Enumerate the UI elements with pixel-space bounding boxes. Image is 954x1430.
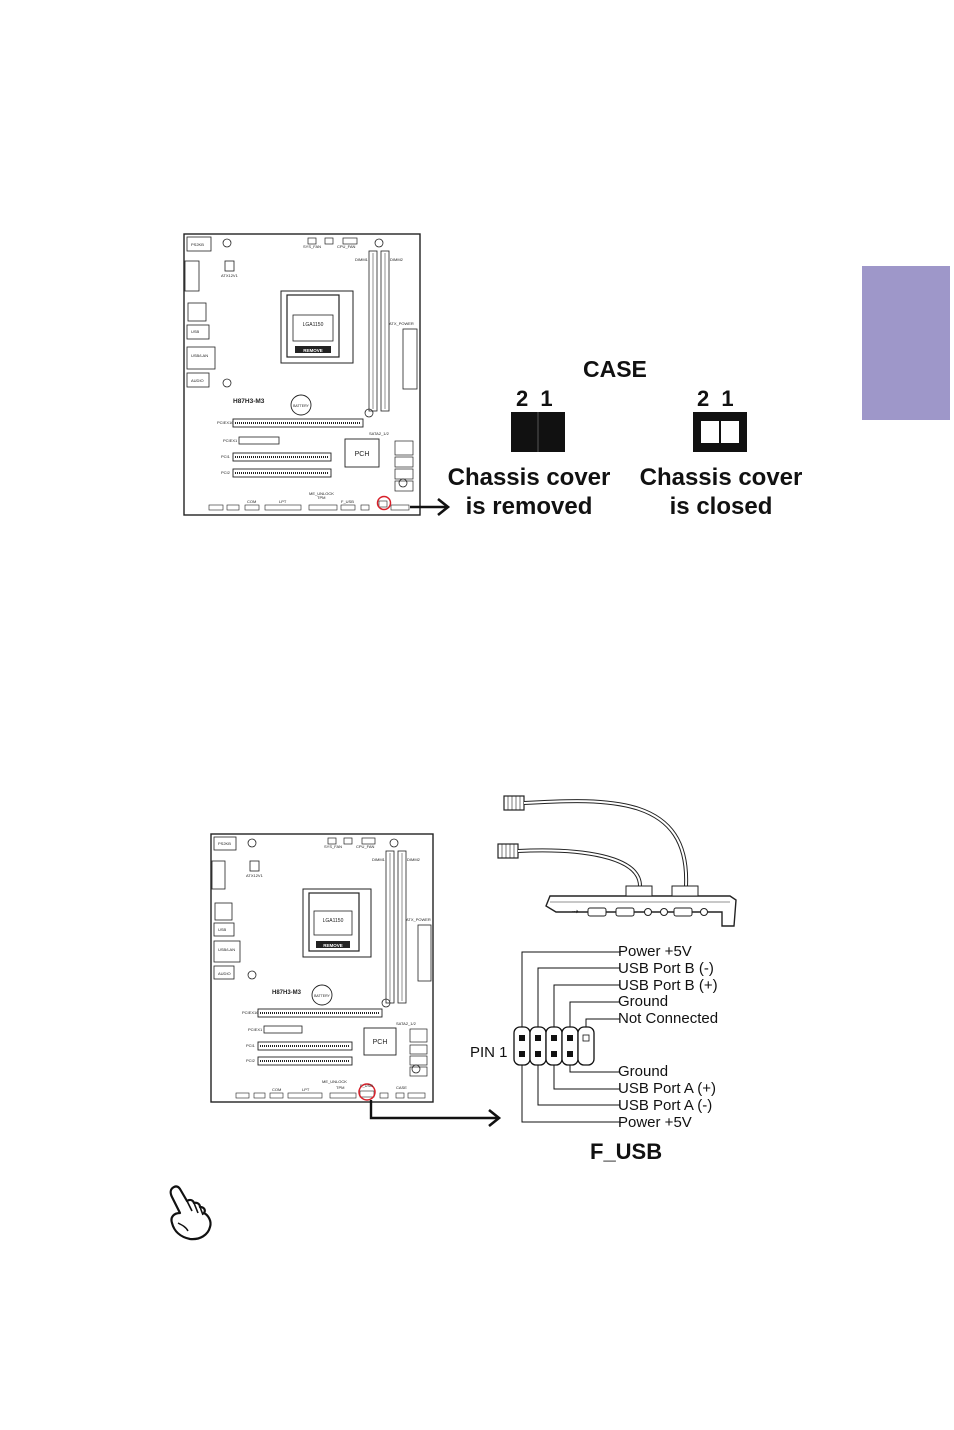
svg-text:PS2KB: PS2KB — [191, 242, 204, 247]
pointing-hand-icon — [169, 1185, 212, 1241]
svg-text:CPU_FAN: CPU_FAN — [337, 244, 356, 249]
svg-text:PS2KB: PS2KB — [218, 841, 231, 846]
svg-text:PCI1: PCI1 — [246, 1043, 256, 1048]
svg-text:DIMM1: DIMM1 — [372, 857, 386, 862]
svg-text:PCIEX16: PCIEX16 — [242, 1010, 259, 1015]
case-pin-numbers-removed: 2 1 — [516, 386, 556, 411]
svg-text:CASE: CASE — [396, 1085, 407, 1090]
svg-text:DIMM1: DIMM1 — [355, 257, 369, 262]
pin-bottom-2: USB Port A (+) — [618, 1080, 716, 1097]
pin-bottom-3: USB Port A (-) — [618, 1097, 713, 1114]
svg-text:F_USB: F_USB — [360, 1083, 373, 1088]
pin-top-2: USB Port B (-) — [618, 960, 714, 977]
svg-text:LPT: LPT — [302, 1087, 310, 1092]
chassis-removed-label: Chassis cover is removed — [447, 464, 611, 520]
socket-label: LGA1150 — [303, 322, 324, 328]
svg-text:USB: USB — [218, 927, 227, 932]
svg-text:ATX12V1: ATX12V1 — [246, 873, 264, 878]
pin-top-3: USB Port B (+) — [618, 977, 718, 994]
svg-text:CPU_FAN: CPU_FAN — [356, 844, 375, 849]
svg-text:SYS_FAN: SYS_FAN — [303, 244, 321, 249]
svg-text:BATTERY: BATTERY — [293, 404, 309, 408]
case-pointer-arrow — [410, 497, 451, 517]
svg-text:ME_UNLOCK: ME_UNLOCK — [309, 491, 334, 496]
svg-text:ME_UNLOCK: ME_UNLOCK — [322, 1079, 347, 1084]
svg-text:COM: COM — [247, 499, 256, 504]
svg-text:ATX_POWER: ATX_POWER — [406, 917, 431, 922]
svg-text:ATX_POWER: ATX_POWER — [389, 321, 414, 326]
svg-text:USB: USB — [191, 329, 200, 334]
fusb-pinout-diagram — [513, 951, 620, 1123]
chapter-tab — [862, 266, 950, 420]
pin-bottom-4: Power +5V — [618, 1114, 692, 1131]
svg-text:AUDIO: AUDIO — [218, 971, 231, 976]
usb-bracket-cable-icon: ⇢ — [497, 795, 737, 927]
svg-text:⇢: ⇢ — [572, 907, 579, 916]
svg-text:PCIEX16: PCIEX16 — [217, 420, 234, 425]
jumper-closed-shorted-icon — [511, 412, 565, 452]
case-title: CASE — [583, 356, 647, 382]
svg-text:PCIEX1: PCIEX1 — [248, 1027, 263, 1032]
svg-text:TPM: TPM — [336, 1085, 344, 1090]
svg-text:DIMM2: DIMM2 — [390, 257, 404, 262]
svg-text:USB/LAN: USB/LAN — [218, 947, 235, 952]
pin-top-1: Power +5V — [618, 943, 692, 960]
pin-top-4: Ground — [618, 993, 669, 1010]
svg-text:REMOVE: REMOVE — [303, 348, 323, 353]
svg-text:PCI2: PCI2 — [246, 1058, 256, 1063]
svg-text:TPM: TPM — [317, 495, 325, 500]
svg-text:PCH: PCH — [373, 1039, 388, 1046]
svg-text:LPT: LPT — [279, 499, 287, 504]
svg-text:USB/LAN: USB/LAN — [191, 353, 208, 358]
svg-text:REMOVE: REMOVE — [323, 943, 343, 948]
case-highlight-circle — [376, 495, 392, 511]
fusb-title: F_USB — [590, 1139, 663, 1164]
pin1-label: PIN 1 — [470, 1044, 508, 1061]
fusb-highlight-circle — [358, 1083, 376, 1101]
svg-text:H87H3-M3: H87H3-M3 — [272, 990, 302, 996]
svg-text:AUDIO: AUDIO — [191, 378, 204, 383]
pin-top-5: Not Connected — [618, 1010, 719, 1027]
svg-text:PCIEX1: PCIEX1 — [223, 438, 238, 443]
svg-text:SATA2_1/2: SATA2_1/2 — [369, 431, 390, 436]
fusb-pointer-arrow — [369, 1100, 502, 1128]
svg-text:LGA1150: LGA1150 — [323, 918, 344, 924]
svg-text:BATTERY: BATTERY — [314, 994, 330, 998]
chassis-closed-label: Chassis cover is closed — [639, 464, 803, 520]
svg-text:DIMM2: DIMM2 — [407, 857, 421, 862]
motherboard-diagram-case: LGA1150 REMOVE H87H3-M3 BATTERY PCH PS2K… — [183, 233, 421, 516]
svg-text:COM: COM — [272, 1087, 281, 1092]
svg-text:SYS_FAN: SYS_FAN — [324, 844, 342, 849]
svg-text:H87H3-M3: H87H3-M3 — [233, 398, 265, 405]
svg-text:PCI2: PCI2 — [221, 470, 231, 475]
motherboard-diagram-fusb: LGA1150 REMOVE H87H3-M3 BATTERY PCH PS2K… — [210, 833, 434, 1103]
case-pin-numbers-closed: 2 1 — [697, 386, 737, 411]
svg-text:SATA2_1/2: SATA2_1/2 — [396, 1021, 417, 1026]
svg-text:PCH: PCH — [355, 451, 370, 458]
svg-text:F_USB: F_USB — [341, 499, 354, 504]
svg-text:ATX12V1: ATX12V1 — [221, 273, 239, 278]
pin-bottom-1: Ground — [618, 1063, 669, 1080]
svg-text:PCI1: PCI1 — [221, 454, 231, 459]
jumper-open-icon — [693, 412, 747, 452]
